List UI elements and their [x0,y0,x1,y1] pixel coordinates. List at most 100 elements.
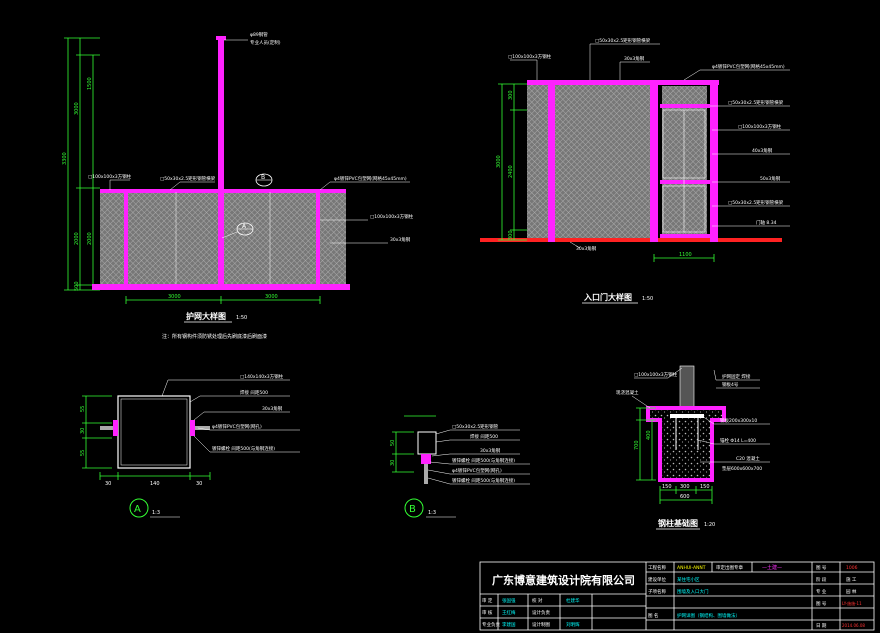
svg-text:A: A [242,223,247,230]
title-block [479,561,875,631]
detail-a-dim-2: 30 [80,428,86,434]
gate-post-middle [650,82,658,242]
fence-bottom-dim-2: 3000 [265,294,278,300]
gate-label-angle-top: 30x3角钢 [624,55,645,62]
tb-right1-val: 1006 [846,565,858,571]
detail-b-tube-section [417,431,437,455]
svg-text:B: B [261,174,265,181]
fence-scale: 1:50 [236,315,247,321]
footing-detail: 400 700 150 300 150 600 □100x100x3方钢柱 护网… [616,365,770,530]
fence-dim-2: 3000 [74,102,80,115]
fence-top-rail [100,189,346,193]
detail-b-scale: 1:3 [428,510,436,516]
footing-dim-b4: 600 [680,494,690,500]
tb-row3-val: 李建国 [502,621,516,628]
footing-label-6: 锚栓 Φ14 L=400 [720,437,756,444]
detail-b-label-3: 30x3角钢 [480,447,501,454]
gate-door-leaf [662,86,707,238]
detail-b-dim-2: 30 [390,460,396,466]
detail-a-dim-b3: 30 [196,481,202,487]
svg-text:B: B [409,504,416,515]
detail-b-label-1: □50x30x2.5矩形钢管 [452,423,499,430]
tb-right3-key: 专 业 [816,588,827,595]
section-marker-b: B [255,173,273,187]
fence-title: 护网大样图 [186,311,226,321]
detail-a-dim-3: 55 [80,450,86,456]
section-marker-a: A [221,222,254,239]
fence-note: 注：所有钢构件须防锈处理后先刷底漆后刷面漆 [162,333,267,340]
footing-dim-b2: 300 [680,484,690,490]
footing-dim-2: 700 [634,440,640,450]
footing-label-2: 护网固定 焊接 [722,373,751,380]
tb-row1-key2: 校 对 [532,597,543,604]
fence-label-right-post: □100x100x3方钢柱 [370,213,414,220]
footing-steel-post [679,365,695,409]
footing-title: 钢柱基础图 [658,518,698,528]
tb-right5-val: 2014.06.08 [842,623,865,628]
footing-label-4: 现浇混凝土 [616,389,639,396]
tb-stamp: —土建— [762,564,782,571]
tb-right2-key: 阶 段 [816,576,827,583]
tb-row2-key: 审 核 [482,609,493,616]
tb-right2-val: 施 工 [846,576,857,583]
tb-right4-key: 图 号 [816,601,827,607]
footing-label-3: 钢板4号 [722,381,739,388]
fence-label-post: □100x100x3方钢柱 [88,173,132,180]
fence-label-mid-rail: □50x30x2.5矩形钢管横梁 [160,175,216,182]
fence-label-top-a: φ89钢管 [250,31,268,38]
tb-row3-val2: 刘明辉 [566,621,580,628]
gate-label-mesh: φ4镀锌PVC包塑网(网格45x45mm) [712,63,785,70]
gate-scale: 1:50 [642,296,653,302]
tb-row2-val: 王红梅 [502,609,516,616]
tb-project-label: 工程名称 [648,564,666,571]
gate-label-rail1: □50x30x2.5矩形钢管横梁 [728,99,784,106]
gate-label-post: □100x100x3方钢柱 [508,53,552,60]
detail-b-label-6: 镀锌螺栓 间距500(与角钢连接) [452,477,515,484]
tb-row2-key2: 设计负责 [532,609,550,616]
gate-label-rail2: □50x30x2.5矩形钢管横梁 [728,199,784,206]
detail-a-dim-b1: 30 [105,481,111,487]
tb-right4-val: LY-施施-11 [842,600,862,606]
fence-elevation: 3300 3000 1500 2000 2000 500 3000 3000 [62,31,414,340]
tb-right5-key: 日 期 [816,623,827,629]
fence-bottom-rail [92,284,350,290]
gate-bottom-dim: 1100 [679,252,692,258]
detail-a-marker: A 1:3 [129,498,180,518]
gate-dim-3: 3000 [496,155,502,168]
footing-label-7: C20 混凝土 [736,455,760,462]
fence-label-top-b: 专业人员(定制) [250,39,281,46]
fence-label-mesh: φ4镀锌PVC包塑网(网格45x45mm) [334,175,407,182]
tb-item-label: 子项名称 [648,588,666,595]
detail-a-label-4: φ4镀锌PVC包塑网(网孔) [212,423,262,430]
gate-label-hinge: 门轴 8.34 [756,219,777,226]
footing-dim-b3: 150 [700,484,710,490]
detail-a-label-5: 镀锌螺栓 间距500(与角钢连接) [212,445,275,452]
fence-bottom-dim-1: 3000 [168,294,181,300]
detail-b-label-5: φ4镀锌PVC包塑网(网孔) [452,467,502,474]
detail-b: 50 30 □50x30x2.5矩形钢管 焊接 间距500 30x3角钢 镀锌螺… [390,415,530,518]
footing-concrete-pit [646,406,726,482]
tb-right1-key: 图 号 [816,565,827,571]
detail-a-dim-b2: 140 [150,481,160,487]
footing-label-5: 钢板200x300x10 [720,417,757,424]
detail-a-label-3: 30x3角钢 [262,405,283,412]
gate-dim-4: 300 [508,230,514,240]
detail-a-label-2: 焊接 间距500 [240,389,268,396]
title-block-company: 广东博意建筑设计院有限公司 [492,573,635,587]
gate-post-right [710,82,718,242]
detail-b-label-4: 镀锌螺栓 间距500(与角钢连接) [452,457,515,464]
detail-a-label-1: □140x140x3方钢柱 [240,373,284,380]
gate-label-angle2: 40x3角钢 [752,147,773,154]
gate-label-angle3: 50x3角钢 [760,175,781,182]
gate-top-rail [527,80,719,85]
gate-label-bottom-angle: 30x3角钢 [576,245,597,252]
fence-dim-3: 1500 [87,77,93,90]
detail-a-scale: 1:3 [152,510,160,516]
footing-dim-b1: 150 [662,484,672,490]
fence-dim-5: 2000 [87,232,93,245]
gate-dim-1: 300 [508,90,514,100]
detail-b-label-2: 焊接 间距500 [470,433,498,440]
fence-label-angle: 30x3角钢 [390,236,411,243]
tb-row1-val2: 杜建华 [566,597,580,604]
gate-elevation: 300 2400 3000 300 1100 [480,37,790,304]
